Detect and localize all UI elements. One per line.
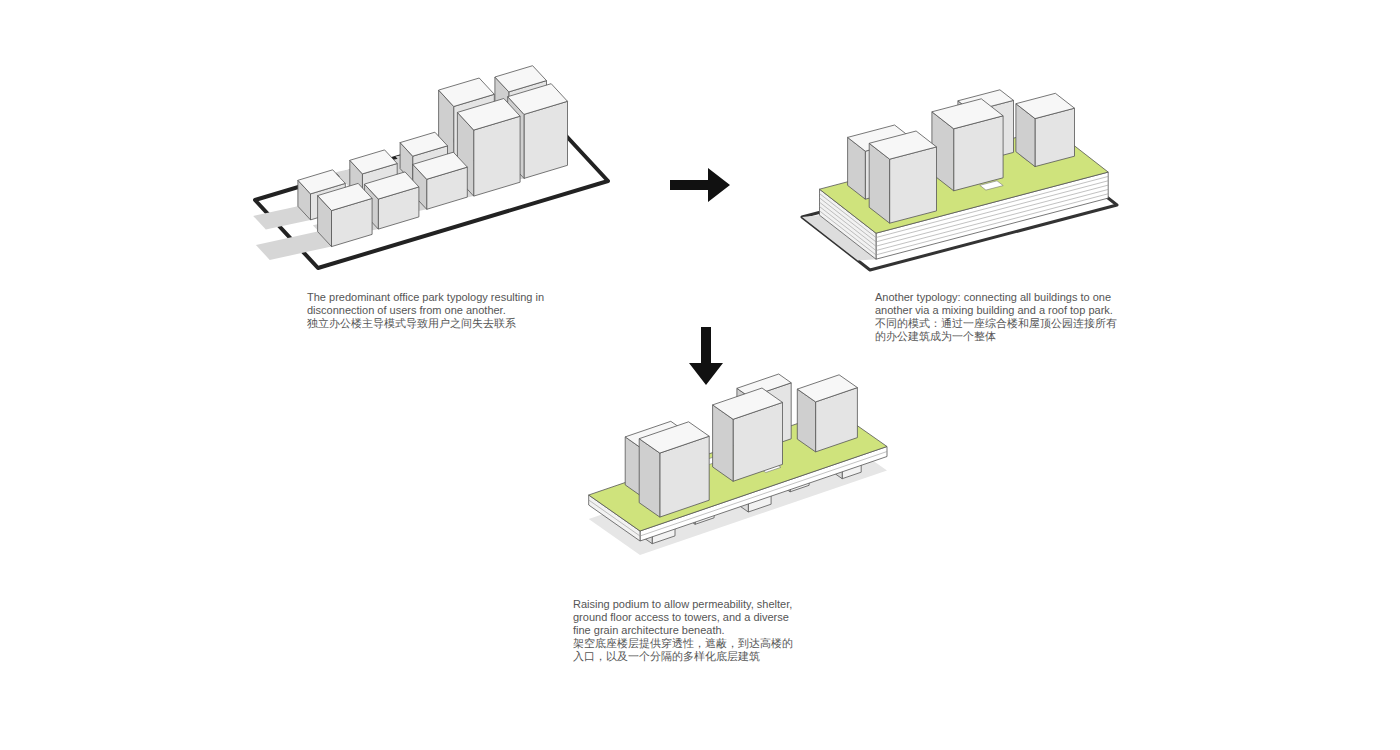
box-top xyxy=(413,152,468,179)
box-face xyxy=(890,147,937,223)
box-top xyxy=(364,172,419,199)
raised-podium-diagram xyxy=(589,374,887,555)
caption-text: Raising podium to allow permeability, sh… xyxy=(573,598,803,637)
right-arrow xyxy=(670,168,730,202)
roof-park-diagram xyxy=(802,90,1117,270)
shadow xyxy=(256,232,332,260)
caption-text: 不同的模式：通过一座综合楼和屋顶公园连接所有的办公建筑成为一个整体 xyxy=(875,317,1123,343)
box-top xyxy=(713,388,783,419)
office-park-diagram xyxy=(253,66,608,268)
box-top xyxy=(797,375,857,402)
box-top xyxy=(639,422,709,453)
caption-text: The predominant office park typology res… xyxy=(307,291,555,317)
box-top xyxy=(932,99,1003,129)
stripe xyxy=(820,207,876,251)
down-arrow xyxy=(689,327,723,385)
box-top xyxy=(400,132,447,156)
caption-text: 独立办公楼主导模式导致用户之间失去联系 xyxy=(307,317,555,330)
stripe xyxy=(820,194,876,238)
box-top xyxy=(439,78,495,107)
box-top xyxy=(1016,93,1075,118)
stripe xyxy=(820,198,876,242)
caption-text: Another typology: connecting all buildin… xyxy=(875,291,1123,317)
stripe xyxy=(820,202,876,246)
box-top xyxy=(869,131,936,159)
caption-text: 架空底座楼层提供穿透性，遮蔽，到达高楼的入口，以及一个分隔的多样化底层建筑 xyxy=(573,637,803,663)
stripe xyxy=(820,211,876,255)
box-top xyxy=(508,84,568,115)
box-top xyxy=(350,150,397,174)
box-face xyxy=(524,101,568,178)
box-top xyxy=(457,99,520,131)
box-top xyxy=(318,183,373,210)
stripe xyxy=(589,500,640,536)
